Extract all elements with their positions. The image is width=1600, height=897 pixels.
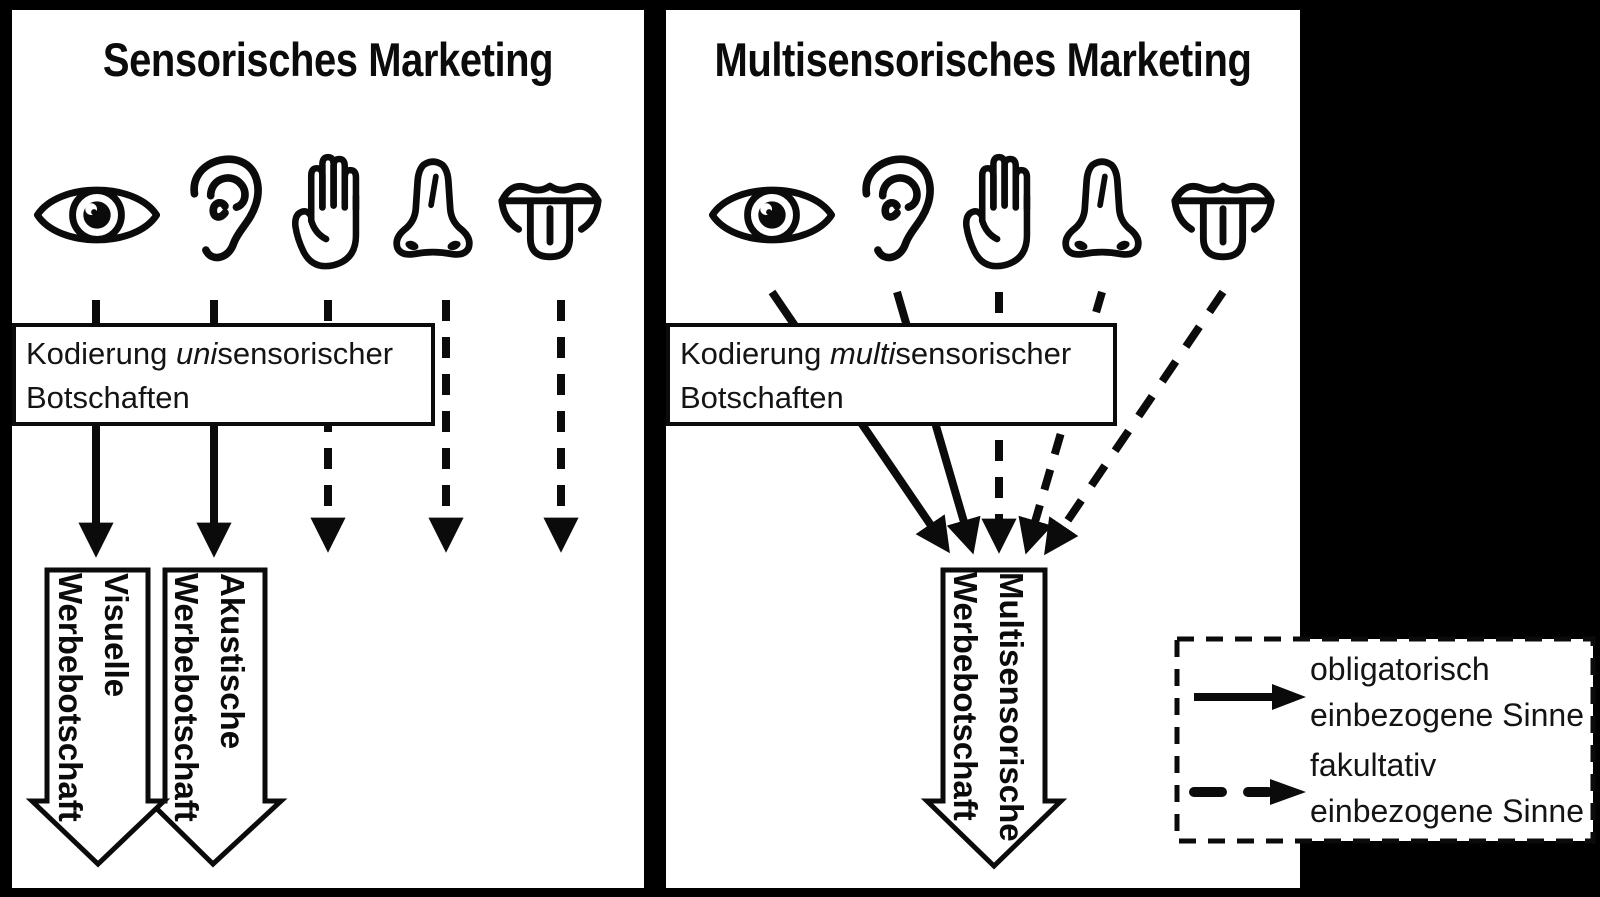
coding-box-emphasis: multi [829,336,896,371]
right-panel-title: Multisensorisches Marketing [714,33,1252,86]
mouth-icon [1169,163,1277,272]
mouth-icon [496,163,604,272]
coding-box-text: Kodierung [26,336,176,371]
coding-box-unisensory: Kodierung unisensorischer Botschaften [12,323,435,426]
eye-icon [33,172,161,258]
big-arrow-label-multisensory: Multisensorische Werbebotschaft [947,572,1030,842]
coding-box-emphasis: uni [175,336,218,371]
hand-icon [287,148,369,278]
coding-box-multisensory: Kodierung multisensorischer Botschaften [666,323,1117,426]
coding-box-text-line2: Botschaften [26,380,190,415]
nose-icon [1057,153,1147,267]
legend-item-facultative: fakultativ einbezogene Sinne [1310,747,1585,829]
coding-box-text: Kodierung [680,336,830,371]
coding-box-text-line2: Botschaften [680,380,844,415]
eye-icon [708,172,836,258]
left-panel-title: Sensorisches Marketing [102,33,554,86]
ear-icon [855,150,939,270]
nose-icon [388,153,478,267]
hand-icon [958,148,1040,278]
big-arrow-label-visual: Visuelle Werbebotschaft [52,573,135,822]
big-arrow-label-acoustic: Akustische Werbebotschaft [168,573,251,822]
legend-item-obligatory: obligatorisch einbezogene Sinne [1310,651,1585,733]
ear-icon [183,150,267,270]
